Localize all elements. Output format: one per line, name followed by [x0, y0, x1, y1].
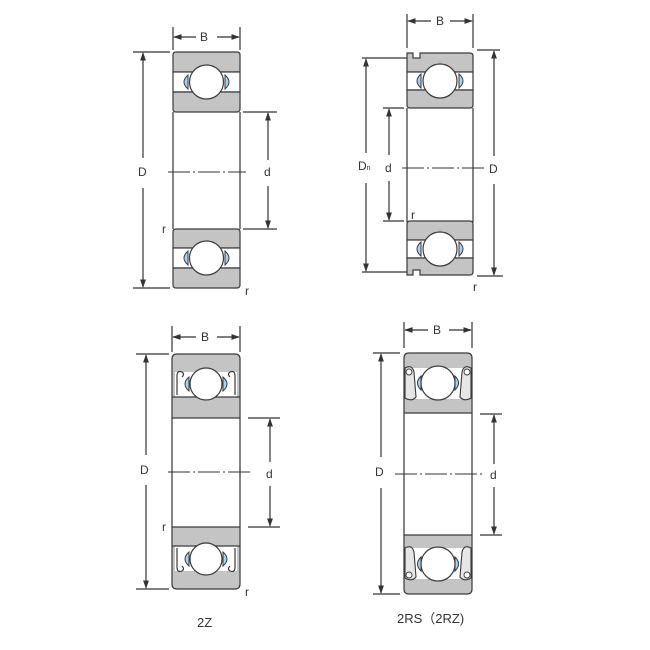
radius-label-inner: r: [162, 520, 166, 534]
dim-label-Dn-main: D: [358, 159, 367, 173]
bearing-section-top: [406, 52, 474, 109]
dim-label-d: d: [385, 161, 392, 175]
bearing-section-top: [171, 353, 241, 419]
bearing-section-top: [403, 352, 473, 414]
bearing-snap-ring-drawing: [362, 14, 503, 277]
radius-label-inner: r: [411, 208, 415, 222]
dim-label-B: B: [200, 30, 209, 44]
dim-label-B: B: [436, 14, 445, 28]
bearing-section-top: [172, 51, 241, 113]
radius-label-inner: r: [162, 222, 166, 236]
bearing-section-bottom: [406, 220, 474, 276]
dim-label-Dn-sub: n: [366, 165, 371, 172]
dim-label-B: B: [433, 323, 442, 337]
dim-label-D: D: [138, 165, 147, 179]
radius-label-outer: r: [245, 585, 249, 599]
bearing-section-bottom: [172, 228, 241, 289]
dim-label-d: d: [490, 468, 497, 482]
bearing-section-bottom: [171, 526, 241, 590]
caption-2rs: 2RS（2RZ): [397, 611, 465, 626]
bearing-2rs-drawing: [373, 322, 502, 595]
dim-label-D: D: [140, 463, 149, 477]
radius-label-outer: r: [245, 284, 249, 298]
dim-label-d: d: [266, 467, 273, 481]
dim-label-B: B: [201, 330, 210, 344]
caption-2z: 2Z: [197, 615, 213, 630]
dim-label-D: D: [375, 465, 384, 479]
bearing-2z-drawing: [136, 326, 280, 590]
bearing-open-drawing: [133, 27, 277, 289]
dim-label-D: D: [489, 162, 498, 176]
radius-label-outer: r: [473, 280, 477, 294]
dim-label-d: d: [264, 165, 271, 179]
bearing-section-bottom: [403, 534, 473, 595]
dim-label-Dn: Dn: [358, 160, 371, 172]
